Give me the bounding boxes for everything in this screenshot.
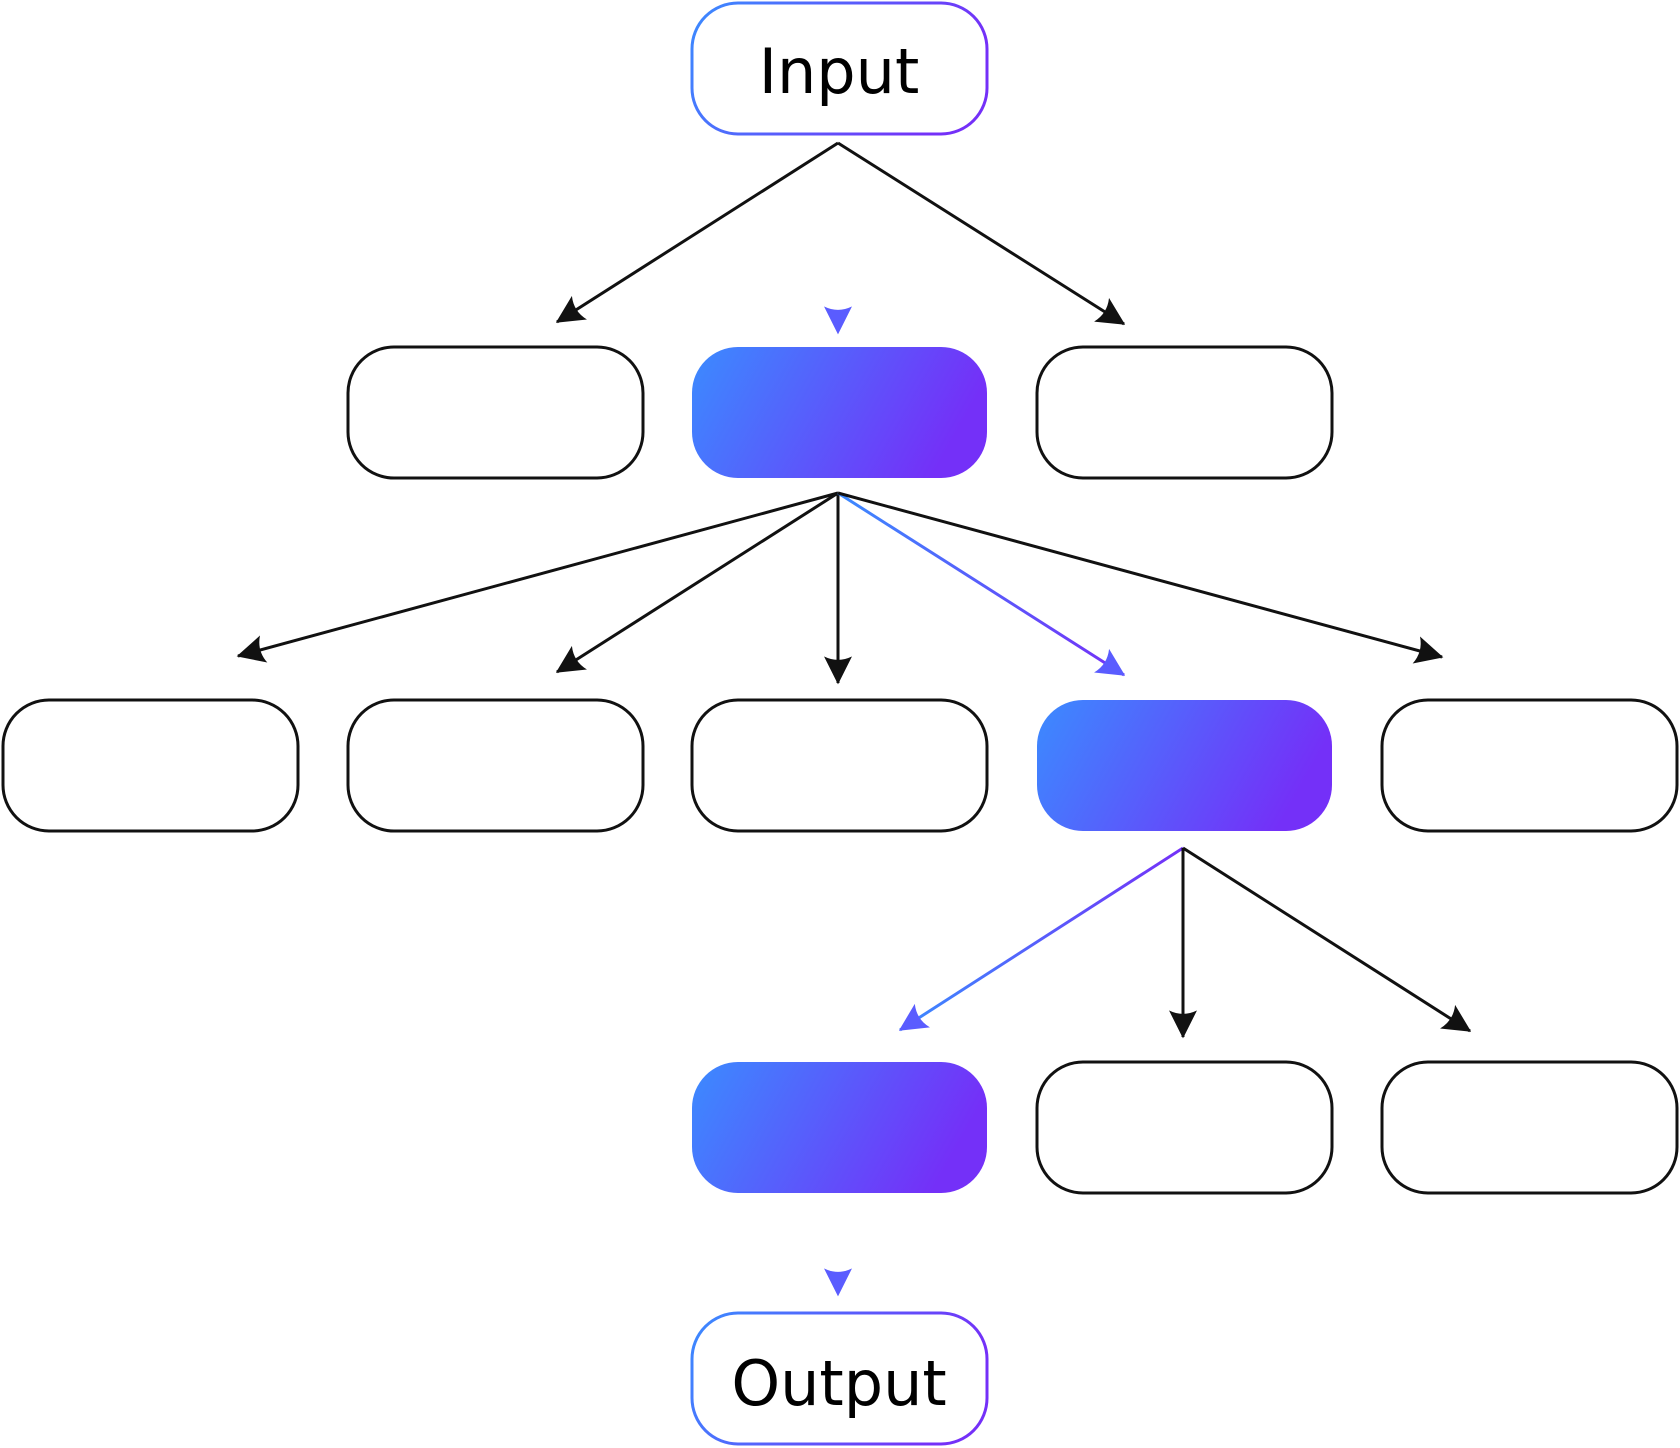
tree-node-l3-1-selected <box>692 1062 987 1193</box>
tree-node-l2-2 <box>346 698 645 833</box>
output-label: Output <box>731 1347 946 1420</box>
input-node: Input <box>690 1 989 136</box>
edge-l1-to-l2-2 <box>555 491 839 674</box>
edge-input-to-l1-1 <box>555 141 839 324</box>
output-node: Output <box>690 1311 989 1446</box>
tree-node-l1-3 <box>1035 345 1334 480</box>
edge-l2-to-l3-1-selected <box>898 846 1184 1032</box>
edge-l1-to-l2-4-selected <box>837 491 1126 677</box>
tree-node-l3-3 <box>1380 1060 1679 1195</box>
edge-l1-to-l2-5 <box>837 491 1444 664</box>
tree-node-l2-5 <box>1380 698 1679 833</box>
input-label: Input <box>759 35 920 108</box>
tree-node-l1-1 <box>346 345 645 480</box>
tree-node-l2-1 <box>1 698 300 833</box>
tree-node-l2-3 <box>690 698 989 833</box>
edge-l2-to-l3-3 <box>1182 846 1472 1033</box>
tree-node-l2-4-selected <box>1037 700 1332 831</box>
tree-node-l3-2 <box>1035 1060 1334 1195</box>
edge-l1-to-l2-1 <box>236 491 839 663</box>
edge-input-to-l1-3 <box>837 141 1126 326</box>
tree-node-l1-2-selected <box>692 347 987 478</box>
